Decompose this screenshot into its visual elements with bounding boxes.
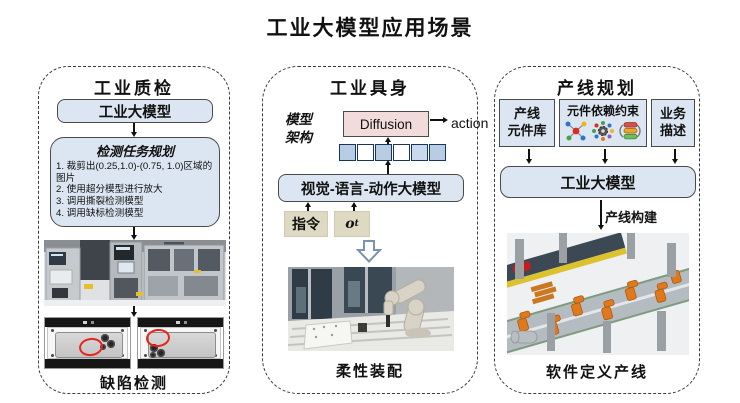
industrial-model-box: 工业大模型 (57, 99, 213, 123)
task-item: 2. 使用超分模型进行放大 (56, 184, 163, 196)
page-title: 工业大模型应用场景 (266, 17, 474, 40)
model-architecture-label: 模型 架构 (285, 112, 312, 146)
panel-embodiment: 工业具身 模型 架构 Diffusion action 视觉-语言-动作大模型 … (262, 66, 488, 394)
up-arrow (385, 137, 391, 144)
up-arrow (305, 202, 311, 211)
right-arrow (430, 117, 448, 123)
panel-line-planning-title: 产线规划 (557, 79, 637, 98)
fixture-bar (45, 359, 130, 368)
fixture-bar (45, 318, 130, 327)
token-cell (357, 144, 374, 161)
down-arrow (598, 200, 604, 230)
task-item: 3. 调用撕裂检测模型 (56, 196, 144, 208)
task-planning-title: 检测任务规划 (95, 144, 174, 159)
panel-quality-caption: 缺陷检测 (99, 375, 168, 392)
down-arrow (672, 149, 678, 164)
fixture-bar (138, 318, 223, 327)
constraint-icons (564, 120, 642, 142)
task-planning-box: 检测任务规划 1. 裁剪出(0.25,1.0)-(0.75, 1.0)区域的图片… (50, 137, 220, 227)
robot-arm-assembly-photo (288, 267, 454, 351)
instruction-input-box: 指令 (284, 211, 328, 237)
down-arrow (131, 227, 137, 240)
token-cell (339, 144, 356, 161)
action-label: action (451, 115, 489, 131)
network-graph-icon (565, 121, 587, 141)
down-arrow (526, 149, 532, 164)
vla-model-box: 视觉-语言-动作大模型 (278, 174, 464, 202)
production-line-3d-render (507, 233, 689, 355)
process-stack-icon (619, 122, 641, 140)
up-arrow (351, 202, 357, 211)
down-arrow (131, 123, 137, 137)
panel-quality-inspection: 工业质检 工业大模型 检测任务规划 1. 裁剪出(0.25,1.0)-(0.75… (38, 66, 230, 394)
phone-defect-photo-2 (137, 317, 224, 369)
task-item: 1. 裁剪出(0.25,1.0)-(0.75, 1.0)区域的图片 (56, 161, 213, 184)
phone-defect-photo-1 (44, 317, 131, 369)
panel-quality-title: 工业质检 (94, 79, 174, 98)
up-arrow (385, 160, 391, 174)
down-arrow (131, 306, 137, 317)
token-cell (393, 144, 410, 161)
token-cell (411, 144, 428, 161)
gear-cycle-icon (592, 121, 614, 141)
industrial-model-box: 工业大模型 (500, 166, 696, 198)
line-construction-label: 产线构建 (605, 210, 658, 225)
down-arrow (602, 149, 608, 164)
token-cell (375, 144, 392, 161)
factory-inspection-line-photo (44, 240, 226, 306)
panel-line-planning-caption: 软件定义产线 (545, 364, 648, 381)
fixture-bar (138, 359, 223, 368)
panel-embodiment-title: 工业具身 (330, 79, 410, 98)
diffusion-box: Diffusion (343, 111, 429, 137)
panel-embodiment-caption: 柔性装配 (335, 363, 404, 380)
token-sequence (339, 144, 447, 161)
hollow-down-arrow (356, 240, 382, 263)
phone-back (148, 332, 216, 358)
token-cell (429, 144, 446, 161)
component-library-box: 产线 元件库 (499, 99, 555, 147)
phone-defect-photos (44, 317, 226, 369)
business-description-box: 业务 描述 (651, 99, 695, 147)
task-item: 4. 调用缺标检测模型 (56, 207, 144, 219)
panel-line-planning: 产线规划 产线 元件库 元件依赖约束 (494, 66, 700, 394)
dependency-constraint-box: 元件依赖约束 (559, 99, 647, 147)
